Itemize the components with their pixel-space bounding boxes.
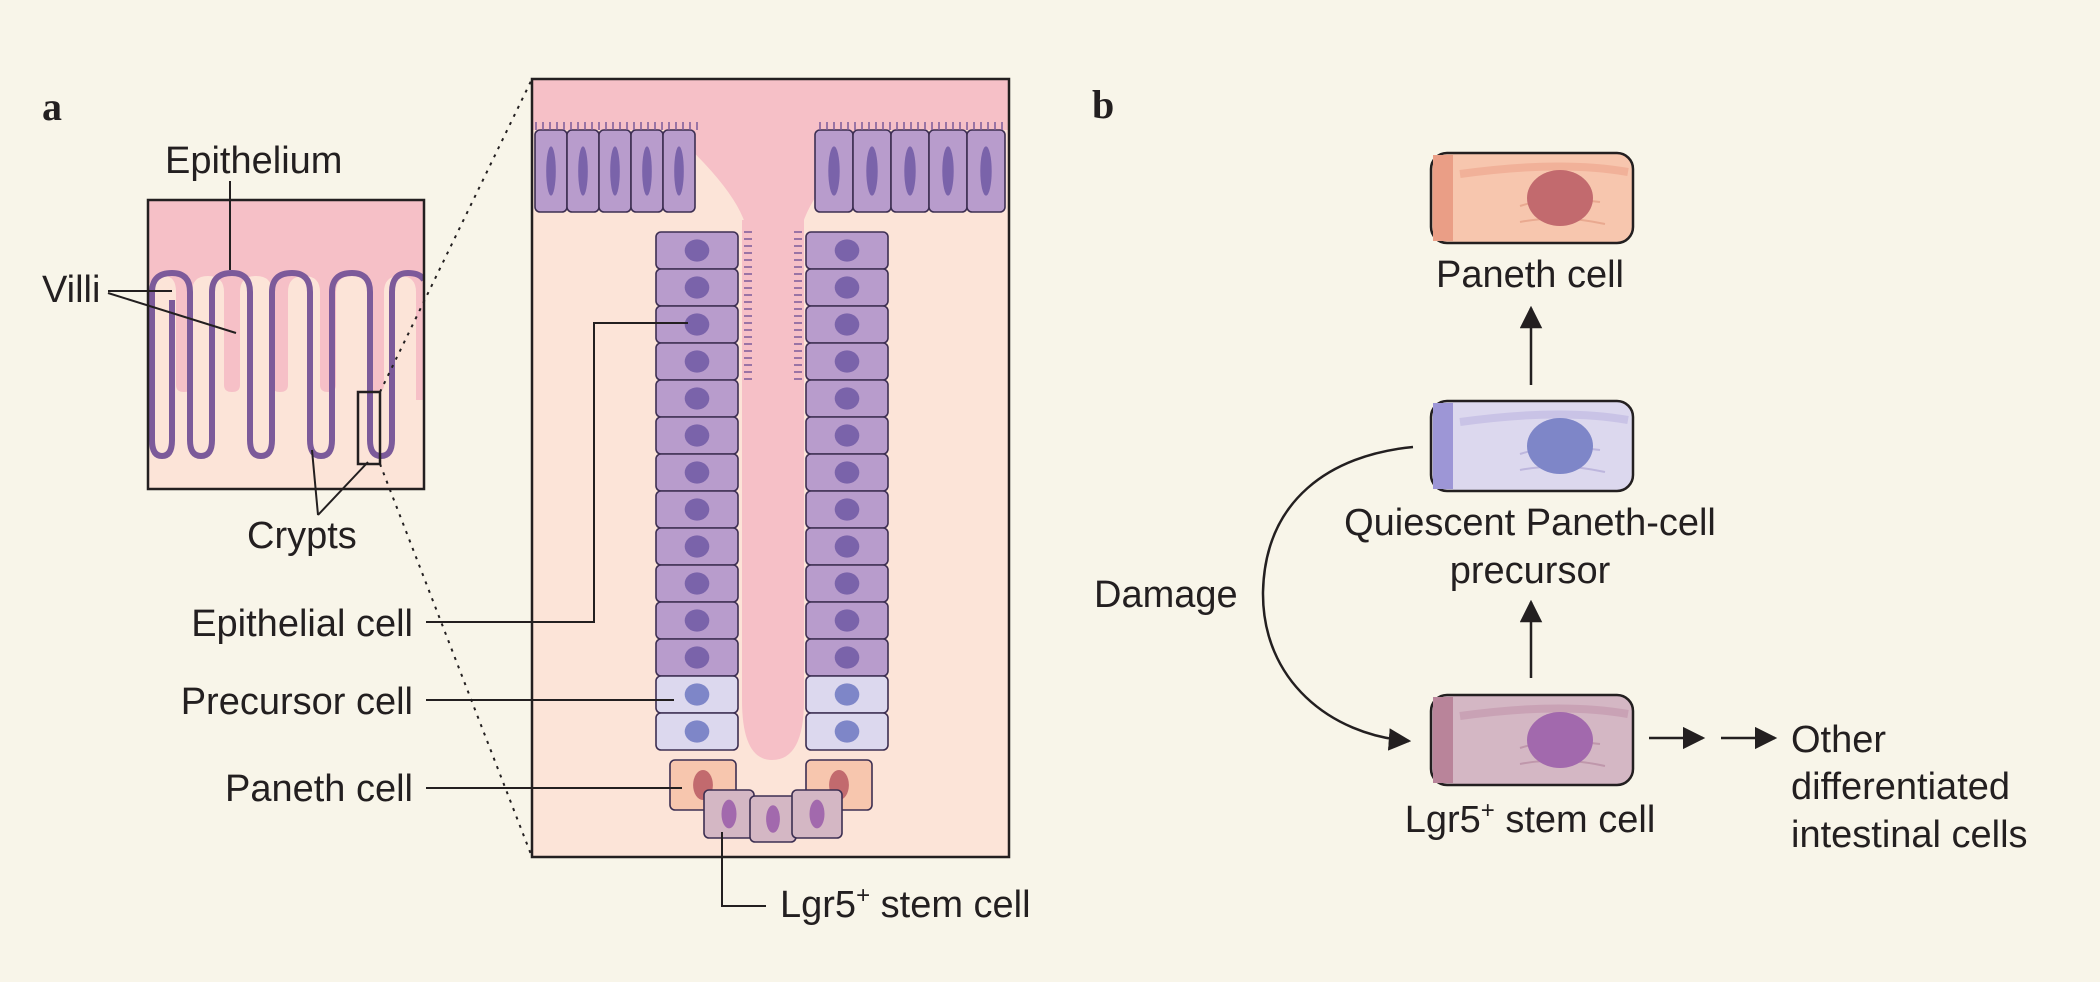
crypts-label: Crypts: [247, 515, 357, 557]
surface-cell-nucleus: [980, 146, 992, 196]
epithelial-cell-nucleus: [684, 498, 710, 521]
paneth-cell-diagram: [1429, 151, 1635, 245]
villi-label: Villi: [42, 269, 100, 311]
paneth-cell-label-b: Paneth cell: [1436, 254, 1624, 296]
panel-a-letter: a: [42, 84, 62, 129]
epithelial-cell-nucleus: [834, 313, 860, 336]
stem-cell-nucleus: [766, 805, 780, 833]
precursor-cell-nucleus: [684, 720, 710, 743]
villi-leader: [107, 290, 237, 334]
surface-cell-nucleus: [578, 146, 588, 196]
epithelial-cell-nucleus: [684, 609, 710, 632]
stem-cell-nucleus: [721, 799, 737, 829]
damage-arrow: [1261, 445, 1414, 751]
epithelial-cell-nucleus: [684, 461, 710, 484]
epithelial-cell-nucleus: [834, 239, 860, 262]
epithelial-cell-nucleus: [684, 572, 710, 595]
epithelial-cell-leader: [426, 322, 688, 623]
epithelial-cell-nucleus: [684, 350, 710, 373]
epithelial-cell-nucleus: [834, 572, 860, 595]
paneth-cell-label-a: Paneth cell: [225, 768, 413, 810]
surface-cell-nucleus: [828, 146, 840, 196]
epithelial-cell-nucleus: [684, 276, 710, 299]
surface-cell-nucleus: [610, 146, 620, 196]
epithelial-cell-nucleus: [834, 535, 860, 558]
precursor-label-line1: Quiescent Paneth-cell: [1344, 502, 1716, 544]
epithelial-cell-nucleus: [684, 313, 710, 336]
surface-cell-nucleus: [642, 146, 652, 196]
precursor-label-line2: precursor: [1450, 550, 1611, 592]
epithelial-cell-nucleus: [834, 387, 860, 410]
epithelial-cell-nucleus: [834, 461, 860, 484]
epithelial-cell-nucleus: [684, 239, 710, 262]
precursor-cell-diagram: [1429, 399, 1635, 493]
stem-cell-leader: [721, 832, 766, 907]
microvilli: [535, 122, 1003, 380]
epithelial-cell-nucleus: [684, 535, 710, 558]
precursor-cell-label: Precursor cell: [181, 681, 413, 723]
stem-cell-label-b: Lgr5+ stem cell: [1405, 797, 1656, 841]
surface-cell-nucleus: [546, 146, 556, 196]
other-cells-line2: differentiated: [1791, 766, 2010, 808]
epithelial-cell-label: Epithelial cell: [191, 603, 413, 645]
epithelial-cell-nucleus: [834, 424, 860, 447]
stem-cell-nucleus: [809, 799, 825, 829]
precursor-cell-nucleus: [834, 720, 860, 743]
epithelium-label: Epithelium: [165, 140, 342, 182]
surface-cell-nucleus: [674, 146, 684, 196]
precursor-cell-nucleus: [834, 683, 860, 706]
epithelial-cell-nucleus: [834, 609, 860, 632]
surface-cell-nucleus: [904, 146, 916, 196]
villi-overview: [146, 198, 426, 491]
crypts-leader: [311, 449, 369, 516]
crypt-detail: [530, 77, 1011, 859]
precursor-cell-nucleus: [684, 683, 710, 706]
zoom-lines: [379, 78, 533, 858]
surface-cell-nucleus: [942, 146, 954, 196]
stem-cell-label-a: Lgr5+ stem cell: [780, 882, 1031, 926]
stem-cell-diagram: [1429, 693, 1635, 787]
surface-cell-nucleus: [866, 146, 878, 196]
crypt-zoom-box: [356, 390, 382, 466]
epithelial-cell-nucleus: [834, 646, 860, 669]
epithelial-cell-nucleus: [684, 424, 710, 447]
damage-label: Damage: [1094, 574, 1238, 616]
panel-b-letter: b: [1092, 82, 1114, 127]
epithelial-cell-nucleus: [684, 387, 710, 410]
other-cells-line3: intestinal cells: [1791, 814, 2028, 856]
epithelial-cell-nucleus: [684, 646, 710, 669]
epithelial-cell-nucleus: [834, 350, 860, 373]
epithelial-cell-nucleus: [834, 276, 860, 299]
epithelial-cell-nucleus: [834, 498, 860, 521]
other-cells-line1: Other: [1791, 719, 1886, 761]
